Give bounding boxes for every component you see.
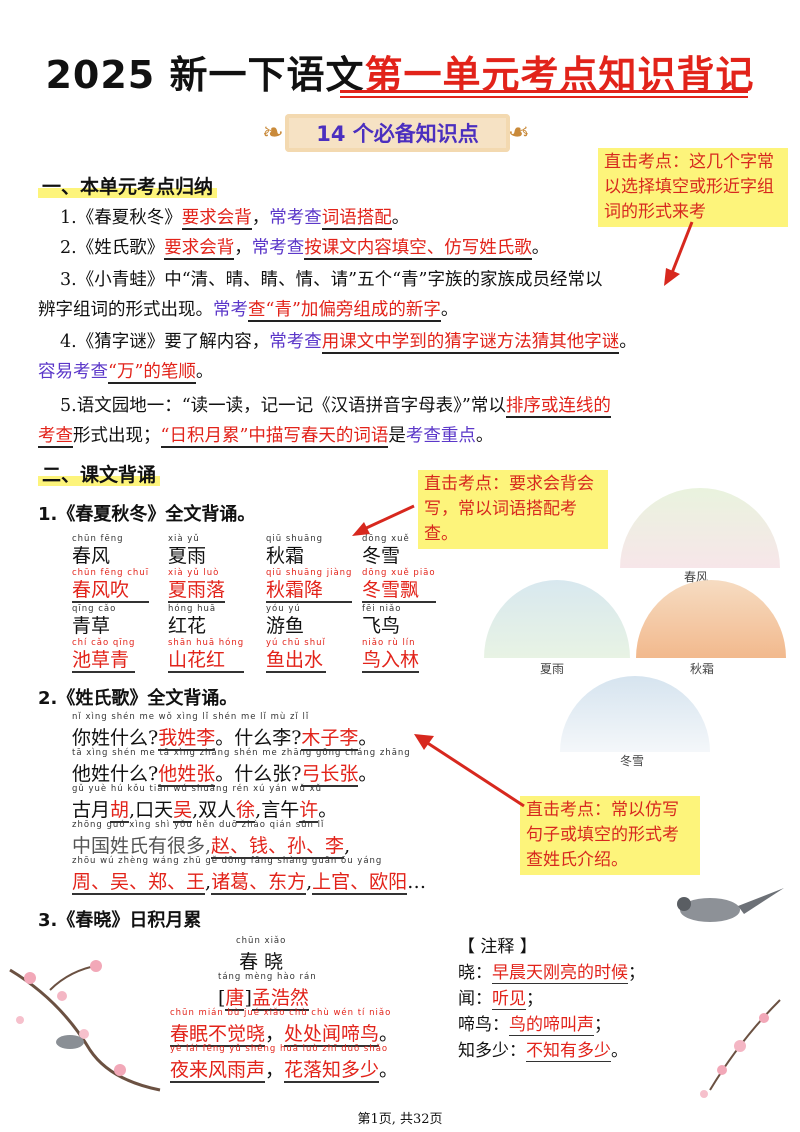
poem-verse-2: yè lái fēng yǔ shēng huā luò zhī duō shǎ… [170,1044,399,1083]
leaf-left-icon: ❧ [262,118,284,148]
surname-poem-line-1: nǐ xìng shén me wǒ xìng lǐ shén me lǐ mù… [72,712,378,751]
spring-fan-illustration [620,488,780,568]
recite-heading-3: 3.《春晓》日积月累 [38,910,202,931]
surname-poem-line-4: zhōng guó xìng shì yǒu hěn duō zhào qián… [72,820,351,859]
summary-item-3-cont: 辨字组词的形式出现。常考查“青”加偏旁组成的新字。 [38,300,459,322]
summary-item-2: 2.《姓氏歌》要求会背，常考查按课文内容填空、仿写姓氏歌。 [60,238,550,260]
summer-fan-illustration [484,580,630,658]
leaf-right-icon: ❧ [508,118,530,148]
summary-item-4-cont: 容易考查“万”的笔顺。 [38,362,214,384]
callout-exam-tip-2: 直击考点：要求会背会写，常以词语搭配考查。 [418,470,608,549]
callout-exam-tip-1: 直击考点：这几个字常以选择填空或形近字组词的形式来考 [598,148,788,227]
fan-label-autumn: 秋霜 [690,662,715,676]
arrow-icon [414,734,525,808]
title-underline [340,90,748,93]
surname-poem-line-3: gǔ yuè hú kǒu tiān wú shuāng rén xú yán … [72,784,338,823]
note-item: 闻：听见； [458,989,543,1010]
surname-poem-line-2: tā xìng shén me tā xìng zhāng shén me zh… [72,748,411,787]
section-heading-2: 二、课文背诵 [38,460,161,487]
winter-fan-illustration [560,676,710,752]
section-heading-1: 一、本单元考点归纳 [38,172,218,199]
note-item: 知多少：不知有多少。 [458,1041,628,1062]
autumn-fan-illustration [636,580,786,658]
summary-item-3: 3.《小青蛙》中“清、晴、睛、情、请”五个“青”字族的家族成员经常以 [60,270,603,290]
summary-item-5: 5.语文园地一：“读一读，记一记《汉语拼音字母表》”常以排序或连线的 [60,396,611,418]
recite-heading-1: 1.《春夏秋冬》全文背诵。 [38,504,256,525]
recite-heading-2: 2.《姓氏歌》全文背诵。 [38,688,238,709]
page-title: 2025 新一下语文第一单元考点知识背记 [45,53,755,97]
banner-background [285,114,510,152]
note-item: 啼鸟：鸟的啼叫声； [458,1015,611,1036]
summary-item-1: 1.《春夏秋冬》要求会背，常考查词语搭配。 [60,208,410,230]
fan-label-winter: 冬雪 [620,754,645,768]
arrow-icon [352,504,415,536]
poem-title: chūn xiǎo 春 晓 [236,936,287,973]
notes-heading: 【 注释 】 [458,937,537,957]
arrow-icon [664,221,694,286]
note-item: 晓：早晨天刚亮的时候； [458,963,645,984]
plum-blossom-decoration [9,960,161,1092]
callout-exam-tip-3: 直击考点：常以仿写句子或填空的形式考查姓氏介绍。 [520,796,700,875]
surname-poem-line-5: zhōu wú zhèng wáng zhū gě dōng fāng shàn… [72,856,427,895]
page-number: 第1页, 共32页 [357,1112,443,1127]
bird-decoration [677,888,784,922]
summary-item-5-cont: 考查形式出现；“日积月累”中描写春天的词语是考查重点。 [38,426,494,448]
blossom-branch-decoration [700,999,781,1098]
poem-author: táng mèng hào rán [唐]孟浩然 [218,972,317,1011]
title-underline-2 [340,96,748,98]
summary-item-4: 4.《猜字谜》要了解内容，常考查用课文中学到的猜字谜方法猜其他字谜。 [60,332,637,354]
poem-verse-1: chūn mián bù jué xiǎo chù chù wén tí niǎ… [170,1008,399,1047]
fan-label-summer: 夏雨 [540,662,565,676]
banner-title: 14 个必备知识点 [316,122,479,146]
